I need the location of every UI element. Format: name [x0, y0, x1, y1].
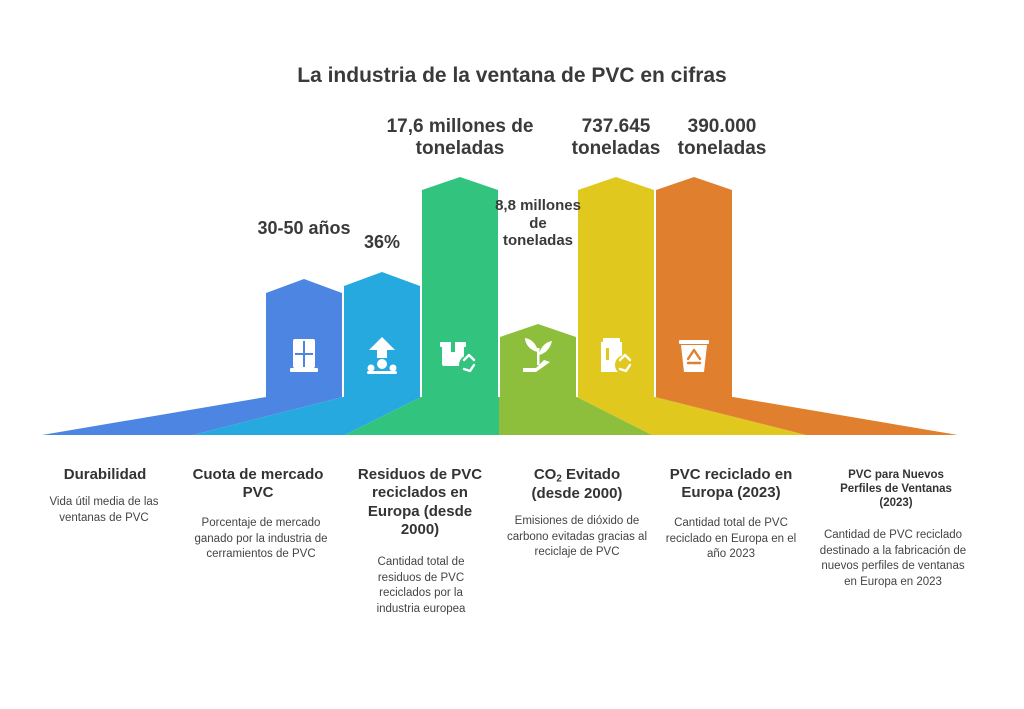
- recycle-bag-icon: [601, 338, 635, 375]
- value-text: 17,6 millones de toneladas: [386, 116, 534, 160]
- floor-residuos: [345, 397, 499, 435]
- value-residuos: 17,6 millones de toneladas: [372, 116, 548, 161]
- floor-co2: [499, 397, 652, 435]
- value-nuevos-perfiles: 390.000 toneladas: [670, 116, 774, 161]
- title-co2-line2: (desde 2000): [531, 485, 623, 503]
- title-co2-rest: Evitado: [561, 466, 621, 483]
- floor-nuevos-perfiles: [655, 397, 958, 435]
- value-text: 8,8 millones de toneladas: [495, 197, 581, 250]
- floor-durabilidad: [42, 397, 343, 435]
- recycle-box-icon: [440, 342, 479, 375]
- window-icon: [290, 339, 318, 372]
- desc-cuota: Porcentaje de mercado ganado por la indu…: [194, 517, 328, 561]
- desc-residuos: Cantidad total de residuos de PVC recicl…: [376, 556, 466, 615]
- desc-nuevos-perfiles: Cantidad de PVC reciclado destinado a la…: [819, 529, 967, 588]
- bar-nuevos-perfiles: [656, 177, 732, 397]
- bar-pvc-reciclado: [578, 177, 654, 397]
- desc-co2: Emisiones de dióxido de carbono evitadas…: [507, 515, 647, 559]
- value-text: 30-50 años: [257, 218, 351, 238]
- value-text: 737.645 toneladas: [571, 116, 661, 160]
- title-cuota: Cuota de mercado PVC: [192, 466, 324, 502]
- title-pvc-reciclado: PVC reciclado en Europa (2023): [669, 466, 793, 502]
- title-co2-sub: 2: [556, 473, 562, 485]
- value-pvc-reciclado: 737.645 toneladas: [566, 116, 666, 161]
- value-cuota: 36%: [344, 232, 420, 253]
- bar-durabilidad: [266, 279, 342, 397]
- value-text: 390.000 toneladas: [677, 116, 767, 160]
- value-text: 36%: [363, 232, 401, 252]
- bar-cuota: [344, 272, 420, 397]
- title-co2-main: CO: [533, 466, 557, 483]
- title-co2: CO2 Evitado (desde 2000): [507, 466, 647, 504]
- recycle-bin-icon: [679, 340, 709, 372]
- page-title: La industria de la ventana de PVC en cif…: [297, 64, 727, 87]
- desc-durabilidad: Vida útil media de las ventanas de PVC: [49, 496, 159, 524]
- market-growth-icon: [367, 337, 397, 374]
- title-nuevos-perfiles: PVC para Nuevos Perfiles de Ventanas (20…: [840, 469, 952, 510]
- value-durabilidad: 30-50 años: [254, 218, 354, 239]
- plant-hand-icon: [523, 338, 552, 372]
- value-co2: 8,8 millones de toneladas: [494, 197, 582, 250]
- title-residuos: Residuos de PVC reciclados en Europa (de…: [357, 466, 483, 538]
- title-durabilidad: Durabilidad: [63, 466, 147, 483]
- floor-pvc-reciclado: [577, 397, 806, 435]
- desc-pvc-reciclado: Cantidad total de PVC reciclado en Europ…: [665, 517, 797, 561]
